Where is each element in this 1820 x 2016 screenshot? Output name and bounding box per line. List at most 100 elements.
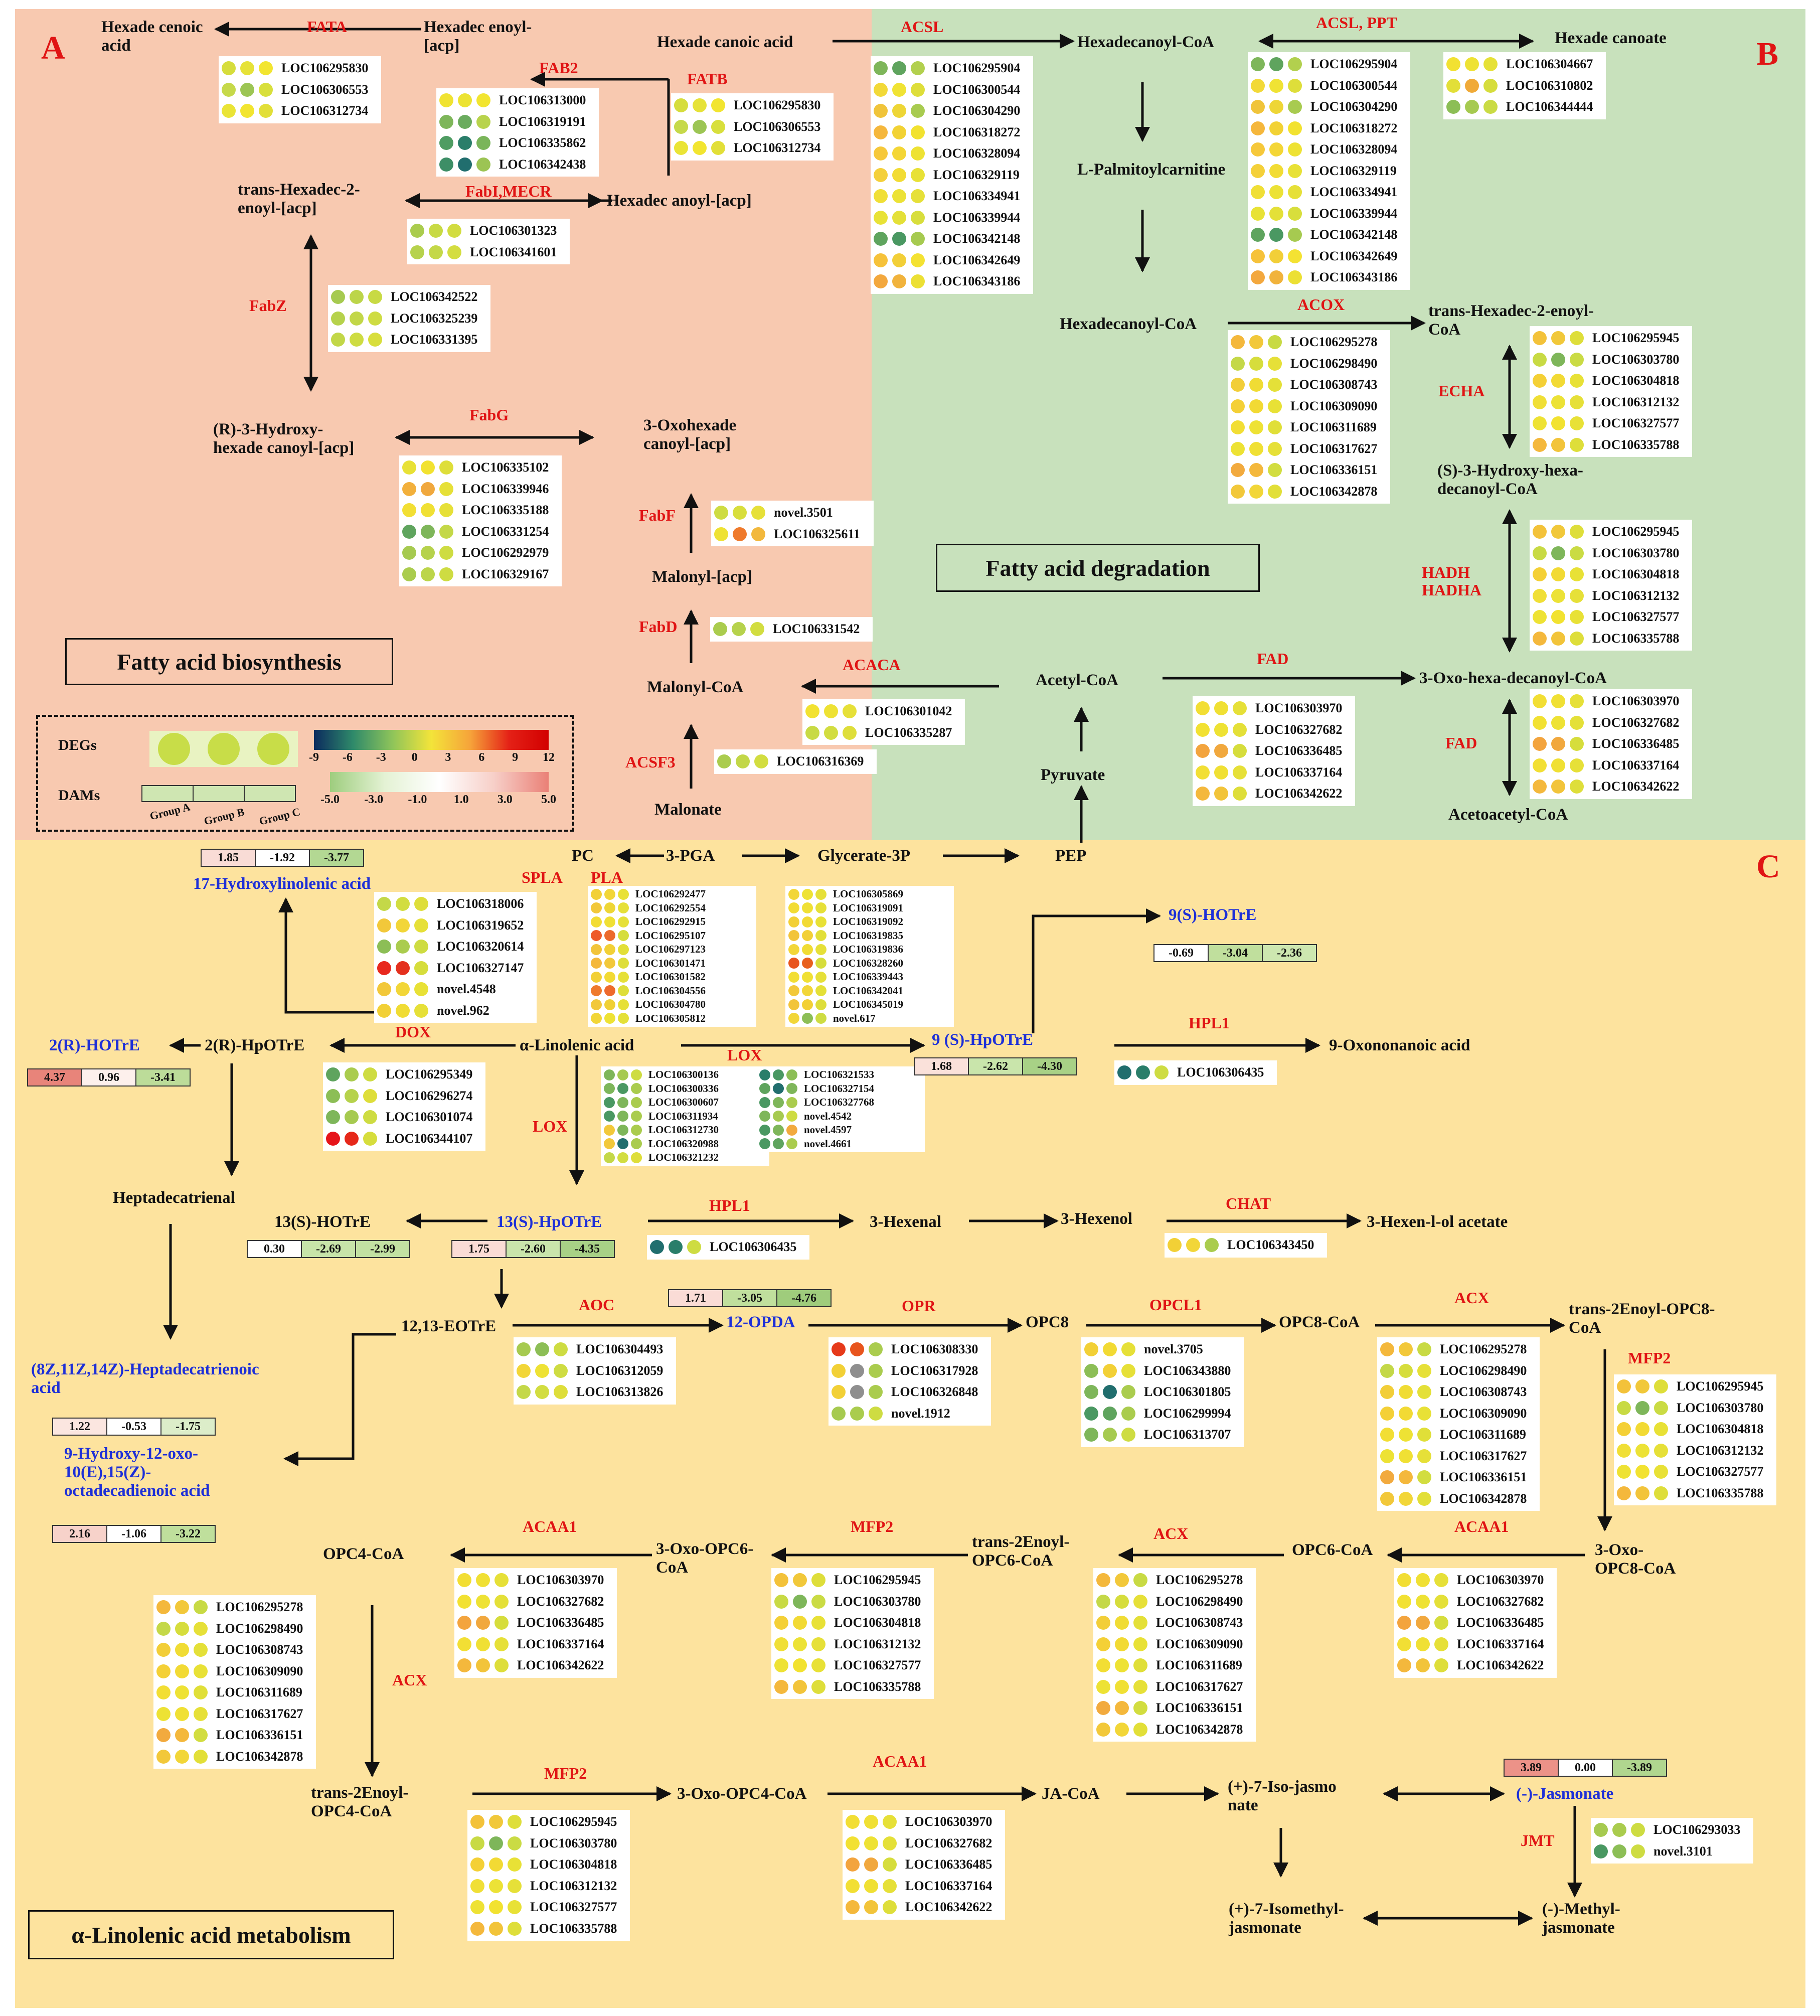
- metabolite-r3h: (R)-3-Hydroxy- hexade canoyl-[acp]: [213, 420, 355, 457]
- expression-dot: [846, 1857, 860, 1872]
- expression-dot: [591, 944, 602, 955]
- gene-id: LOC106335788: [1677, 1485, 1764, 1500]
- expression-dot: [1399, 1342, 1413, 1357]
- metabolite-hcoa2: Hexadecanoyl-CoA: [1060, 315, 1197, 333]
- title-fatty-acid-biosynthesis: Fatty acid biosynthesis: [65, 638, 393, 685]
- expression-dot: [470, 1900, 484, 1915]
- expression-dot: [368, 311, 382, 326]
- gene-id: LOC106301042: [865, 704, 952, 719]
- gene-row: LOC106342622: [457, 1655, 604, 1676]
- gene-row: LOC106327577: [1533, 606, 1679, 628]
- expression-dot: [1269, 228, 1283, 242]
- expression-dot: [194, 1685, 208, 1700]
- expression-dot: [156, 1685, 171, 1700]
- metabolite-malonate: Malonate: [654, 801, 722, 819]
- gene-row: LOC106303780: [1533, 543, 1679, 564]
- expression-dot: [1096, 1637, 1110, 1651]
- expression-dot: [1269, 100, 1283, 114]
- expression-dot: [911, 274, 925, 289]
- expression-dot: [892, 61, 906, 76]
- expression-dot: [911, 189, 925, 204]
- expression-dot: [429, 245, 443, 259]
- expression-dot: [1268, 335, 1282, 350]
- expression-dot: [773, 1111, 784, 1122]
- gene-row: LOC106319092: [788, 915, 903, 929]
- gene-id: LOC106343186: [1310, 270, 1398, 285]
- abundance-cell: 4.37: [28, 1069, 82, 1085]
- gene-id: LOC106343450: [1227, 1237, 1314, 1253]
- gene-id: LOC106295278: [216, 1600, 303, 1615]
- gene-id: LOC106327147: [437, 960, 524, 975]
- metabolite-8z11z: (8Z,11Z,14Z)-Heptadecatrienoic acid: [31, 1360, 259, 1397]
- gene-id: LOC106295278: [1290, 335, 1378, 350]
- gene-id: LOC106301074: [386, 1110, 473, 1125]
- expression-dot: [1434, 1637, 1448, 1651]
- title-alpha-linolenic: α-Linolenic acid metabolism: [28, 1910, 394, 1959]
- expression-dot: [711, 98, 725, 113]
- expression-dot: [1231, 484, 1245, 499]
- gene-row: LOC106335788: [1617, 1483, 1763, 1504]
- expression-dot: [1115, 1573, 1129, 1588]
- expression-dot: [874, 125, 888, 139]
- expression-dot: [508, 1879, 522, 1893]
- expression-dot: [832, 1385, 846, 1400]
- gene-row: LOC106306435: [650, 1236, 796, 1258]
- expression-dot: [494, 1594, 509, 1609]
- gene-id: LOC106309090: [216, 1663, 303, 1678]
- gene-id: LOC106295945: [1592, 331, 1680, 346]
- abundance-cell: 1.85: [202, 850, 256, 866]
- expression-dot: [617, 1138, 628, 1150]
- legend-dot-b: [207, 733, 240, 765]
- expression-dot: [1551, 715, 1565, 730]
- gene-id: LOC106339946: [462, 481, 549, 496]
- expression-dot: [617, 1097, 628, 1108]
- gene-row: LOC106309090: [156, 1661, 303, 1682]
- expression-dot: [1251, 228, 1265, 242]
- expression-dot: [618, 930, 629, 942]
- expression-dot: [414, 1003, 428, 1018]
- gene-expression-box: LOC106331542: [710, 617, 873, 642]
- expression-dot: [414, 940, 428, 954]
- expression-dot: [631, 1083, 642, 1095]
- expression-dot: [1103, 1406, 1117, 1421]
- expression-dot: [331, 333, 345, 347]
- expression-dot: [1635, 1379, 1649, 1394]
- expression-dot: [892, 168, 906, 182]
- gene-row: novel.4597: [759, 1123, 852, 1137]
- gene-id: LOC106295830: [734, 98, 821, 113]
- gene-row: LOC106343450: [1168, 1234, 1314, 1256]
- enzyme-label: OPR: [902, 1297, 936, 1315]
- enzyme-label: FabZ: [249, 296, 287, 315]
- expression-dot: [1399, 1363, 1413, 1378]
- gene-row: LOC106312730: [604, 1123, 719, 1137]
- expression-dot: [1570, 546, 1584, 560]
- gene-row: LOC106295830: [222, 58, 368, 79]
- gene-row: LOC106305869: [788, 887, 903, 901]
- expression-dot: [1446, 100, 1460, 114]
- expression-dot: [815, 888, 826, 900]
- gene-id: LOC106337164: [517, 1636, 604, 1651]
- metabolite-palm: L-Palmitoylcarnitine: [1077, 161, 1226, 179]
- gene-id: LOC106301323: [470, 223, 557, 238]
- gene-id: LOC106317627: [216, 1706, 303, 1721]
- abundance-cell: 3.89: [1505, 1760, 1559, 1776]
- metabolite-17hydroxy: 17-Hydroxylinolenic acid: [193, 875, 371, 893]
- enzyme-label: ACAA1: [1454, 1517, 1509, 1535]
- metabolite-abundance-box: 1.71-3.05-4.76: [668, 1289, 832, 1307]
- expression-dot: [892, 253, 906, 267]
- metabolite-3hexenal: 3-Hexenal: [870, 1213, 941, 1231]
- metabolite-9h12o: 9-Hydroxy-12-oxo- 10(E),15(Z)- octadecad…: [64, 1445, 210, 1500]
- expression-dot: [591, 902, 602, 914]
- gene-id: LOC106292477: [635, 888, 706, 900]
- expression-dot: [1084, 1406, 1098, 1421]
- expression-dot: [1096, 1573, 1110, 1588]
- enzyme-label: MFP2: [1628, 1349, 1671, 1367]
- legend-tick: -9: [309, 751, 319, 764]
- gene-row: LOC106300607: [604, 1096, 719, 1110]
- expression-dot: [1249, 399, 1263, 413]
- expression-dot: [1269, 270, 1283, 285]
- gene-row: LOC106317627: [1096, 1676, 1243, 1698]
- gene-row: LOC106309090: [1380, 1403, 1527, 1425]
